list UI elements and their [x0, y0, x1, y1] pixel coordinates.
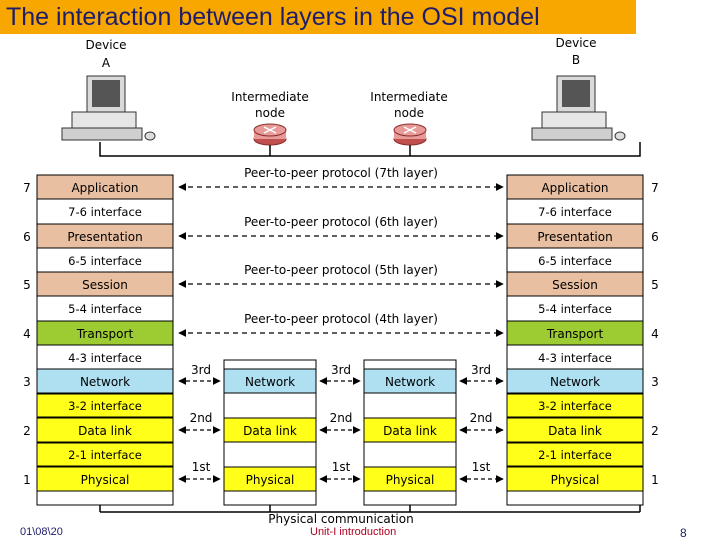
interface-label-a: 3-2 interface — [68, 399, 142, 413]
layer-label-datalink-b: Data link — [548, 424, 602, 438]
interface-label-b: 7-6 interface — [538, 205, 612, 219]
intermediate-node-1-label: Intermediate — [231, 90, 308, 104]
layer-number-left: 6 — [23, 230, 31, 244]
hop-label-2nd: 2nd — [470, 411, 493, 425]
interface-label-a: 4-3 interface — [68, 351, 142, 365]
footer-title: Unit-I introduction — [310, 526, 397, 538]
slide-title: The interaction between layers in the OS… — [6, 3, 540, 31]
layer-label-network-node-2: Network — [385, 375, 435, 389]
layer-number-right: 5 — [651, 278, 659, 292]
layer-label-datalink-a: Data link — [78, 424, 132, 438]
layer-label-datalink-node-1: Data link — [243, 424, 297, 438]
layer-number-right: 6 — [651, 230, 659, 244]
interface-label-a: 6-5 interface — [68, 254, 142, 268]
layer-label-session-b: Session — [552, 278, 598, 292]
layer-label-presentation-b: Presentation — [537, 230, 612, 244]
interface-label-a: 5-4 interface — [68, 302, 142, 316]
hop-label-2nd: 2nd — [190, 411, 213, 425]
layer-label-presentation-a: Presentation — [67, 230, 142, 244]
interface-label-b: 4-3 interface — [538, 351, 612, 365]
interface-label-b: 2-1 interface — [538, 448, 612, 462]
physical-communication-label: Physical communication — [268, 512, 413, 526]
layer-label-application-a: Application — [71, 181, 138, 195]
hop-label-3rd: 3rd — [331, 363, 351, 377]
protocol-label-4: Peer-to-peer protocol (4th layer) — [244, 312, 438, 326]
intermediate-node-2-sub: node — [394, 106, 424, 120]
intermediate-node-1-sub: node — [255, 106, 285, 120]
layer-number-left: 2 — [23, 424, 31, 438]
computer-icon-device-a — [61, 75, 156, 141]
page-number: 8 — [680, 526, 687, 540]
device-a-label: Device — [85, 38, 126, 52]
protocol-label-7: Peer-to-peer protocol (7th layer) — [244, 166, 438, 180]
layer-label-physical-a: Physical — [81, 473, 130, 487]
interface-label-b: 3-2 interface — [538, 399, 612, 413]
layer-number-right: 1 — [651, 473, 659, 487]
footer-date: 01\08\20 — [20, 526, 63, 538]
interface-label-a: 2-1 interface — [68, 448, 142, 462]
layer-number-right: 7 — [651, 181, 659, 195]
device-b-letter: B — [572, 53, 580, 67]
stack-node-1 — [223, 359, 317, 506]
device-connection-line — [99, 142, 641, 157]
layer-number-left: 4 — [23, 327, 31, 341]
router-icon-1 — [253, 123, 287, 146]
hop-label-1st: 1st — [332, 460, 351, 474]
interface-label-b: 6-5 interface — [538, 254, 612, 268]
interface-label-a: 7-6 interface — [68, 205, 142, 219]
layer-label-datalink-node-2: Data link — [383, 424, 437, 438]
hop-label-1st: 1st — [472, 460, 491, 474]
device-b-label: Device — [555, 36, 596, 50]
layer-number-right: 4 — [651, 327, 659, 341]
protocol-label-6: Peer-to-peer protocol (6th layer) — [244, 215, 438, 229]
layer-number-left: 7 — [23, 181, 31, 195]
hop-label-1st: 1st — [192, 460, 211, 474]
hop-label-3rd: 3rd — [471, 363, 491, 377]
layer-label-network-a: Network — [80, 375, 130, 389]
stack-device-a — [36, 174, 174, 506]
router-icon-2 — [393, 123, 427, 146]
computer-icon-device-b — [531, 75, 626, 141]
hop-label-3rd: 3rd — [191, 363, 211, 377]
layer-label-application-b: Application — [541, 181, 608, 195]
layer-label-transport-a: Transport — [76, 327, 134, 341]
layer-number-left: 5 — [23, 278, 31, 292]
hop-label-2nd: 2nd — [330, 411, 353, 425]
layer-label-transport-b: Transport — [546, 327, 604, 341]
layer-number-right: 2 — [651, 424, 659, 438]
layer-label-physical-node-2: Physical — [386, 473, 435, 487]
layer-label-session-a: Session — [82, 278, 128, 292]
layer-label-physical-b: Physical — [551, 473, 600, 487]
device-a-letter: A — [102, 56, 111, 70]
stack-device-b — [506, 174, 644, 506]
layer-number-right: 3 — [651, 375, 659, 389]
layer-label-physical-node-1: Physical — [246, 473, 295, 487]
layer-label-network-b: Network — [550, 375, 600, 389]
layer-label-network-node-1: Network — [245, 375, 295, 389]
intermediate-node-2-label: Intermediate — [370, 90, 447, 104]
layer-number-left: 1 — [23, 473, 31, 487]
title-bar — [0, 0, 636, 34]
protocol-label-5: Peer-to-peer protocol (5th layer) — [244, 263, 438, 277]
layer-number-left: 3 — [23, 375, 31, 389]
interface-label-b: 5-4 interface — [538, 302, 612, 316]
stack-node-2 — [363, 359, 457, 506]
